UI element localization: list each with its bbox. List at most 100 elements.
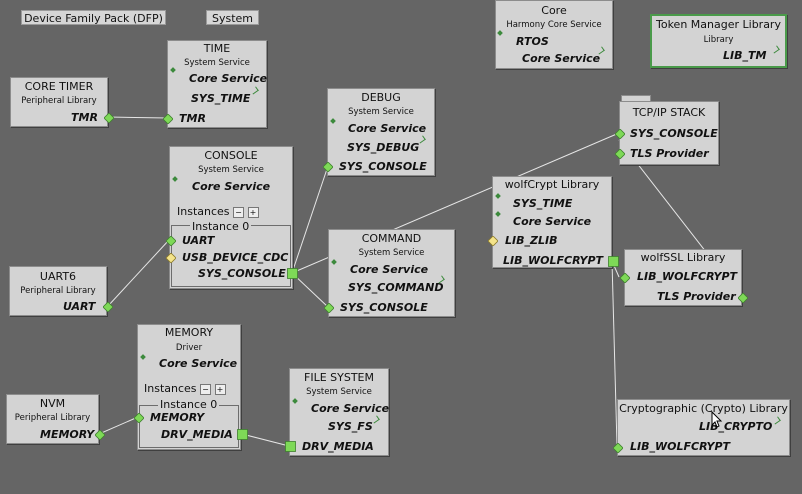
optional-connector-diamond-icon[interactable] xyxy=(166,253,176,263)
mouse-pointer-icon xyxy=(711,411,723,428)
component-wolfssl-library[interactable]: wolfSSL Library LIB_WOLFCRYPT TLS Provid… xyxy=(620,249,748,306)
port-core-service[interactable]: Core Service xyxy=(350,263,429,276)
component-memory[interactable]: MEMORY Driver Core Service Instances − +… xyxy=(134,324,248,450)
port-uart[interactable]: UART xyxy=(182,234,215,247)
remove-instance-button[interactable]: − xyxy=(233,206,245,218)
component-command[interactable]: COMMAND System Service Core Service SYS_… xyxy=(324,229,455,317)
port-tmr[interactable]: TMR xyxy=(179,112,206,125)
connector-diamond-icon[interactable] xyxy=(163,114,173,124)
port-memory[interactable]: MEMORY xyxy=(40,428,95,441)
component-title: Token Manager Library xyxy=(656,18,781,31)
component-subtitle: System Service xyxy=(184,58,250,68)
dependency-dot xyxy=(172,176,178,182)
component-console[interactable]: CONSOLE System Service Core Service Inst… xyxy=(166,146,298,289)
connector-diamond-icon[interactable] xyxy=(738,293,748,303)
connector-square-icon[interactable] xyxy=(237,429,248,440)
component-subtitle: Harmony Core Service xyxy=(506,20,602,30)
connector-diamond-icon[interactable] xyxy=(613,443,623,453)
component-title: MEMORY xyxy=(164,326,214,339)
component-uart6[interactable]: UART6 Peripheral Library UART xyxy=(9,266,113,316)
connector-diamond-icon[interactable] xyxy=(323,162,333,172)
instance-label[interactable]: Instance 0 xyxy=(158,398,220,411)
port-lib-wolfcrypt[interactable]: LIB_WOLFCRYPT xyxy=(637,270,738,283)
port-drv-media[interactable]: DRV_MEDIA xyxy=(161,428,233,441)
tab-device-family-pack[interactable]: Device Family Pack (DFP) xyxy=(21,10,166,25)
port-lib-zlib[interactable]: LIB_ZLIB xyxy=(505,234,558,247)
port-core-service[interactable]: Core Service xyxy=(189,72,268,85)
port-core-service[interactable]: Core Service xyxy=(522,52,601,65)
dependency-dot xyxy=(331,259,337,265)
component-core-timer[interactable]: CORE TIMER Peripheral Library TMR xyxy=(10,77,114,127)
component-title: NVM xyxy=(39,397,66,410)
port-core-service[interactable]: Core Service xyxy=(159,357,238,370)
instances-header: Instances − + xyxy=(177,205,259,218)
instances-label: Instances xyxy=(144,382,197,395)
add-instance-button[interactable]: + xyxy=(247,206,259,218)
port-sys-console[interactable]: SYS_CONSOLE xyxy=(630,127,718,140)
port-drv-media[interactable]: DRV_MEDIA xyxy=(302,440,374,453)
port-core-service[interactable]: Core Service xyxy=(348,122,427,135)
port-sys-time[interactable]: SYS_TIME xyxy=(513,197,573,210)
connector-diamond-icon[interactable] xyxy=(104,113,114,123)
remove-instance-button[interactable]: − xyxy=(200,383,212,395)
port-tls-provider[interactable]: TLS Provider xyxy=(630,147,709,160)
port-sys-console[interactable]: SYS_CONSOLE xyxy=(340,301,428,314)
port-lib-wolfcrypt[interactable]: LIB_WOLFCRYPT xyxy=(503,254,604,267)
checkmark-icon xyxy=(596,46,605,55)
component-title: UART6 xyxy=(39,270,77,283)
connector-square-icon[interactable] xyxy=(285,441,296,452)
component-crypto-library[interactable]: Cryptographic (Crypto) Library LIB_CRYPT… xyxy=(613,399,790,456)
dependency-dot xyxy=(170,67,176,73)
port-sys-command[interactable]: SYS_COMMAND xyxy=(348,281,444,294)
port-uart[interactable]: UART xyxy=(63,300,96,313)
connector-diamond-icon[interactable] xyxy=(95,430,105,440)
connector-diamond-icon[interactable] xyxy=(620,273,630,283)
component-tcpip-stack[interactable]: TCP/IP STACK SYS_CONSOLE TLS Provider xyxy=(615,101,719,165)
port-tls-provider[interactable]: TLS Provider xyxy=(657,290,736,303)
port-usb-device-cdc[interactable]: USB_DEVICE_CDC xyxy=(182,251,289,264)
port-tmr[interactable]: TMR xyxy=(71,111,98,124)
checkmark-icon xyxy=(371,415,380,424)
connector-diamond-icon[interactable] xyxy=(615,149,625,159)
connector-diamond-icon[interactable] xyxy=(103,302,113,312)
component-title: COMMAND xyxy=(361,232,422,245)
component-title: CORE TIMER xyxy=(24,80,94,93)
port-sys-time[interactable]: SYS_TIME xyxy=(191,92,251,105)
component-subtitle: Peripheral Library xyxy=(14,413,91,423)
connector-diamond-icon[interactable] xyxy=(615,129,625,139)
checkmark-icon xyxy=(771,45,780,54)
port-core-service[interactable]: Core Service xyxy=(513,215,592,228)
port-lib-wolfcrypt[interactable]: LIB_WOLFCRYPT xyxy=(630,440,731,453)
component-time[interactable]: TIME System Service Core Service SYS_TIM… xyxy=(163,40,268,128)
connector-diamond-icon[interactable] xyxy=(134,413,144,423)
port-sys-console[interactable]: SYS_CONSOLE xyxy=(339,160,427,173)
port-core-service[interactable]: Core Service xyxy=(192,180,271,193)
port-lib-crypto[interactable]: LIB_CRYPTO xyxy=(699,420,773,433)
component-file-system[interactable]: FILE SYSTEM System Service Core Service … xyxy=(285,368,390,456)
port-rtos[interactable]: RTOS xyxy=(516,35,549,48)
component-subtitle: Library xyxy=(703,35,734,45)
dependency-dot xyxy=(495,211,501,217)
add-instance-button[interactable]: + xyxy=(214,383,226,395)
component-title: wolfSSL Library xyxy=(640,251,726,264)
port-lib-tm[interactable]: LIB_TM xyxy=(723,49,767,62)
port-memory[interactable]: MEMORY xyxy=(150,411,205,424)
component-wolfcrypt-library[interactable]: wolfCrypt Library SYS_TIME Core Service … xyxy=(488,176,619,268)
component-nvm[interactable]: NVM Peripheral Library MEMORY xyxy=(6,394,105,444)
optional-connector-diamond-icon[interactable] xyxy=(488,236,498,246)
connector-square-icon[interactable] xyxy=(608,256,619,267)
port-sys-debug[interactable]: SYS_DEBUG xyxy=(347,141,420,154)
port-core-service[interactable]: Core Service xyxy=(311,402,390,415)
connector-diamond-icon[interactable] xyxy=(324,303,334,313)
component-core[interactable]: Core Harmony Core Service RTOS Core Serv… xyxy=(495,0,613,69)
port-sys-fs[interactable]: SYS_FS xyxy=(328,420,373,433)
connector-square-icon[interactable] xyxy=(287,268,298,279)
tab-system[interactable]: System xyxy=(206,10,259,25)
component-debug[interactable]: DEBUG System Service Core Service SYS_DE… xyxy=(323,88,435,176)
instance-label[interactable]: Instance 0 xyxy=(190,220,252,233)
dependency-dot xyxy=(140,354,146,360)
port-sys-console[interactable]: SYS_CONSOLE xyxy=(198,267,286,280)
connector-diamond-icon[interactable] xyxy=(166,236,176,246)
component-token-manager[interactable]: Token Manager Library Library LIB_TM xyxy=(650,14,787,68)
